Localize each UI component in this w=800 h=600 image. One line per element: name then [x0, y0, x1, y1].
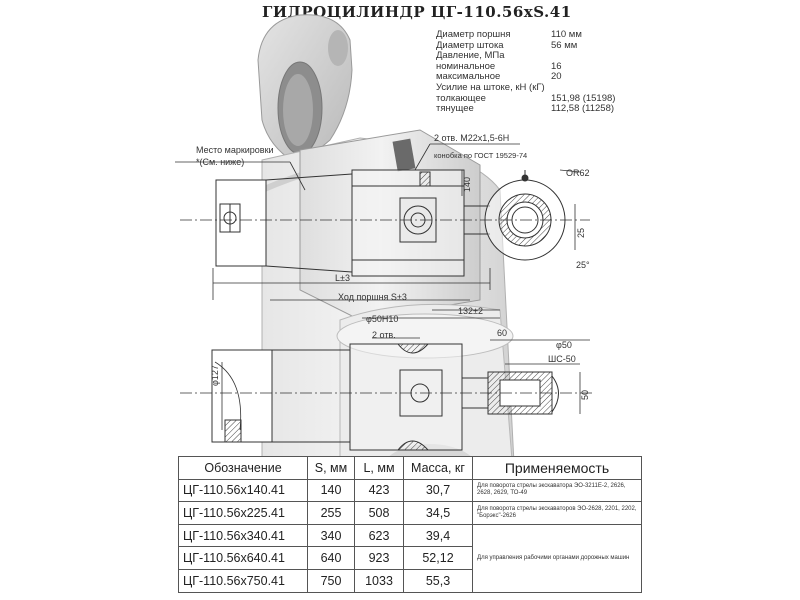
spec-label: максимальное [436, 71, 501, 83]
spec-label: тянущее [436, 103, 474, 115]
spec-row: Диаметр поршня 110 мм [436, 29, 582, 41]
plan-view-drawing [180, 309, 595, 451]
spec-row: номинальное 16 [436, 60, 562, 73]
cell-l: 508 [354, 501, 404, 525]
spec-row: максимальное 20 [436, 71, 562, 83]
side-view-drawing [175, 143, 590, 301]
cell-applicability: Для поворота стрелы экскаватора ЭО-3211Е… [472, 478, 642, 503]
spec-label: Усилие на штоке, кН (кГ) [436, 81, 545, 93]
spec-row: тянущее 112,58 (11258) [436, 103, 614, 115]
port-std-label: конобка по ГОСТ 19529-74 [434, 151, 527, 160]
d50h10-label: φ50Н10 [366, 314, 398, 324]
cell-designation: ЦГ-110.56х340.41 [178, 523, 308, 548]
dim-50-label: 50 [580, 390, 590, 400]
spec-label: Диаметр штока [436, 39, 504, 51]
table-row: ЦГ-110.56х225.41 255 508 34,5 Для поворо… [178, 501, 642, 525]
spec-value: 16 [551, 60, 562, 72]
spec-label: Давление, МПа [436, 50, 505, 62]
col-header-mass: Масса, кг [403, 456, 473, 480]
spec-value: 56 мм [551, 39, 578, 51]
col-header-s: S, мм [307, 456, 355, 480]
spec-row: толкающее 151,98 (15198) [436, 92, 615, 105]
table-row: ЦГ-110.56х750.41 750 1033 55,3 [178, 568, 642, 593]
cell-mass: 30,7 [403, 478, 473, 503]
stroke-label: Ход поршня S±3 [338, 292, 407, 302]
cell-l: 623 [354, 523, 404, 548]
table-row: ЦГ-110.56х640.41 640 923 52,12 [178, 546, 642, 570]
cell-s: 750 [307, 568, 355, 593]
cell-l: 423 [354, 478, 404, 503]
table-row: ЦГ-110.56х140.41 140 423 30,7 Для поворо… [178, 478, 642, 503]
specification-table: Обозначение S, мм L, мм Масса, кг Примен… [178, 456, 642, 593]
cell-designation: ЦГ-110.56х750.41 [178, 568, 308, 593]
cell-l: 923 [354, 546, 404, 570]
cell-designation: ЦГ-110.56х225.41 [178, 501, 308, 525]
spec-value: 112,58 (11258) [551, 103, 615, 115]
dim-132-label: 132±2 [458, 306, 483, 316]
shs50-label: ШС-50 [548, 354, 576, 364]
spec-row: Диаметр штока 56 мм [436, 39, 577, 52]
cell-designation: ЦГ-110.56х640.41 [178, 546, 308, 570]
col-header-designation: Обозначение [178, 456, 308, 480]
table-row: ЦГ-110.56х340.41 340 623 39,4 Для управл… [178, 523, 642, 593]
spec-value: 20 [551, 71, 562, 83]
spec-row: Усилие на штоке, кН (кГ) [436, 81, 545, 94]
cell-s: 140 [307, 478, 355, 503]
cell-mass: 34,5 [403, 501, 473, 525]
port-thread-label: 2 отв. М22х1,5-6Н [434, 133, 509, 143]
spec-label: толкающее [436, 92, 486, 104]
d50-label: φ50 [556, 340, 572, 350]
d127-label: φ127 [210, 365, 220, 386]
cell-s: 340 [307, 523, 355, 548]
cell-mass: 55,3 [403, 568, 473, 593]
see-below-label: *(См. ниже) [196, 157, 244, 167]
dim-25-label: 25 [576, 228, 586, 238]
spec-value: 110 мм [551, 29, 582, 40]
dim-140-label: 140 [462, 177, 472, 192]
cell-applicability: Для управления рабочими органами дорожны… [472, 523, 642, 593]
cell-mass: 39,4 [403, 523, 473, 548]
r62-label: ОR62 [566, 168, 590, 178]
spec-label: номинальное [436, 60, 496, 72]
cell-s: 640 [307, 546, 355, 570]
cell-l: 1033 [354, 568, 404, 593]
two-holes-label: 2 отв. [372, 330, 396, 340]
table-header-row: Обозначение S, мм L, мм Масса, кг Примен… [178, 456, 642, 480]
cell-s: 255 [307, 501, 355, 525]
spec-label: Диаметр поршня [436, 29, 511, 40]
cell-designation: ЦГ-110.56х140.41 [178, 478, 308, 503]
angle-25-label: 25° [576, 260, 590, 270]
cell-applicability: Для поворота стрелы экскаваторов ЭО-2628… [472, 501, 642, 525]
col-header-l: L, мм [354, 456, 404, 480]
l-dimension-label: L±3 [335, 273, 350, 283]
marking-place-label: Место маркировки [196, 145, 274, 155]
cell-mass: 52,12 [403, 546, 473, 570]
page-title: ГИДРОЦИЛИНДР ЦГ-110.56хS.41 [262, 3, 572, 21]
col-header-applicability: Применяемость [472, 456, 642, 480]
spec-value: 151,98 (15198) [551, 92, 616, 104]
dim-60-label: 60 [497, 328, 507, 338]
spec-row: Давление, МПа [436, 50, 545, 62]
